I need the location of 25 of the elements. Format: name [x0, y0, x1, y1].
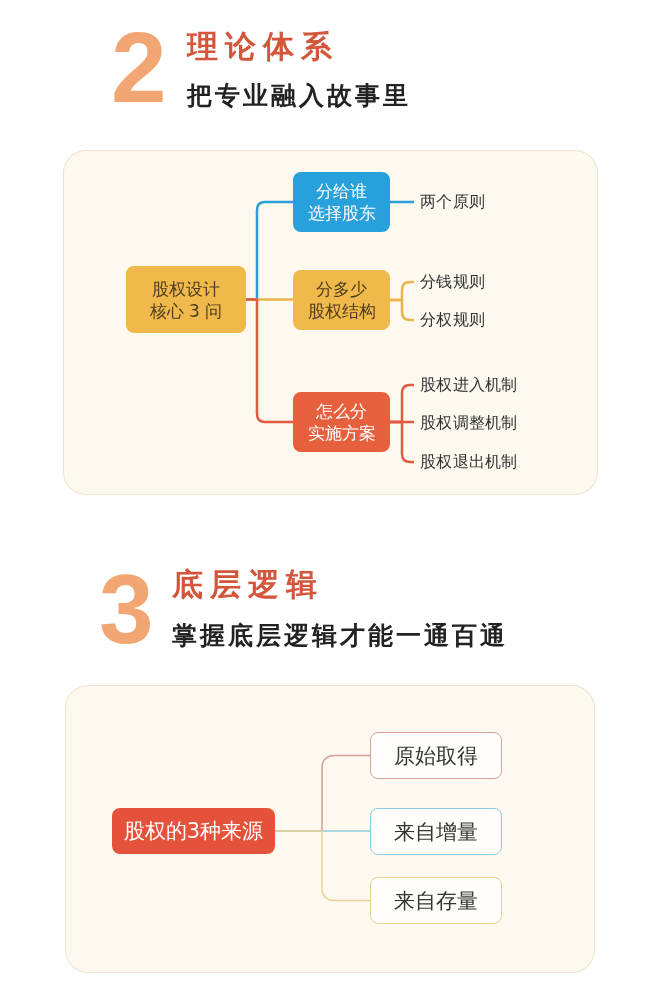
subtopic-text: 股权调整机制 [414, 412, 518, 434]
subtopic-text: 分钱规则 [414, 271, 486, 293]
topic-box: 分给谁 选择股东 [293, 172, 390, 232]
connector-line [390, 200, 414, 204]
topic-box: 来自增量 [370, 808, 502, 855]
section-title: 底层逻辑 [172, 569, 324, 600]
subtopic-text: 股权进入机制 [414, 374, 518, 396]
topic-box: 分多少 股权结构 [293, 270, 390, 330]
content-panel [66, 686, 594, 972]
section-subtitle: 掌握底层逻辑才能一通百通 [172, 623, 508, 648]
content-panel [64, 151, 597, 494]
section-title: 理论体系 [187, 31, 339, 62]
topic-box: 原始取得 [370, 732, 502, 779]
connector-line [274, 830, 371, 902]
section-number: 2 [111, 17, 167, 117]
subtopic-text: 分权规则 [414, 309, 486, 331]
topic-box: 股权的3种来源 [112, 808, 275, 854]
subtopic-text: 两个原则 [414, 191, 486, 213]
topic-box: 股权设计核心 3 问 [126, 266, 246, 333]
topic-box: 来自存量 [370, 877, 502, 924]
section-number: 3 [99, 560, 154, 658]
topic-box: 怎么分 实施方案 [293, 392, 390, 452]
subtopic-text: 股权退出机制 [414, 451, 518, 473]
section-subtitle: 把专业融入故事里 [187, 83, 411, 108]
connector-line [246, 298, 293, 424]
